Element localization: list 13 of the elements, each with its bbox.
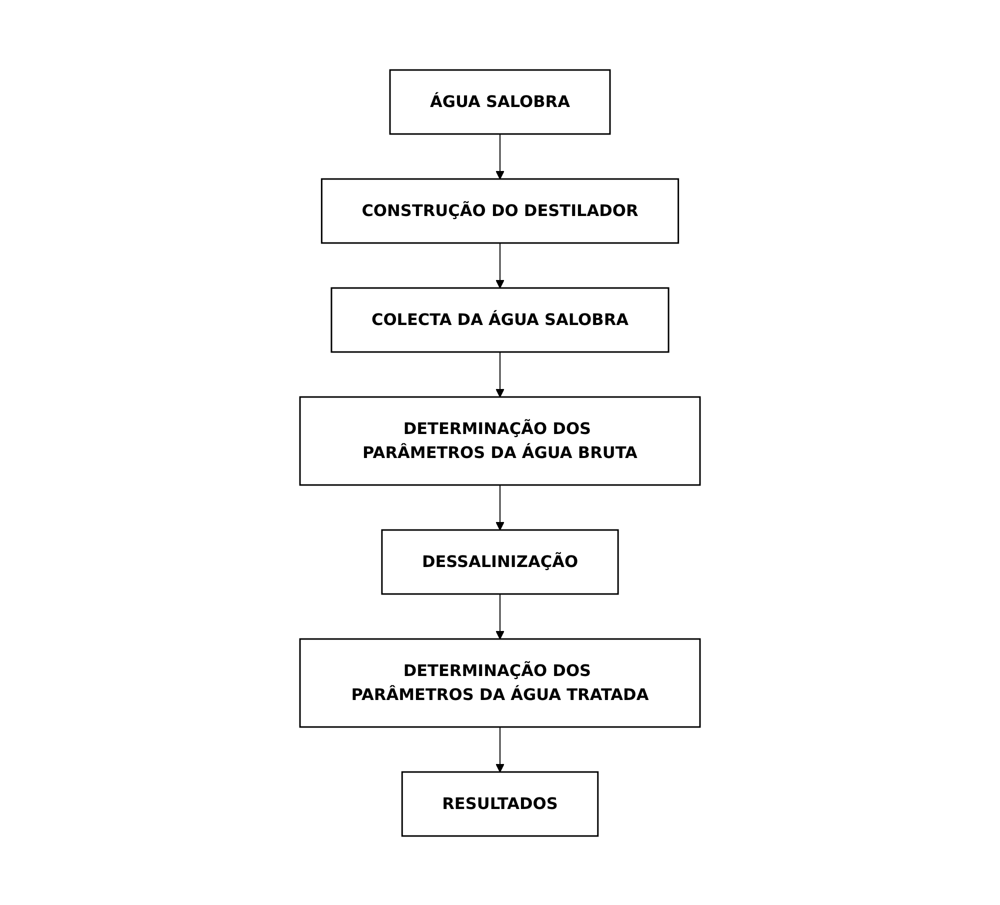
arrow — [496, 726, 504, 772]
node-box: ÁGUA SALOBRA — [389, 68, 611, 134]
node-box: CONSTRUÇÃO DO DESTILADOR — [320, 178, 680, 244]
arrow — [496, 133, 504, 179]
arrow — [496, 593, 504, 639]
arrow — [496, 351, 504, 397]
node-box: DETERMINAÇÃO DOS PARÂMETROS DA ÁGUA BRUTA — [299, 396, 701, 486]
arrow — [496, 484, 504, 530]
node-box: DESSALINIZAÇÃO — [381, 528, 619, 594]
node-box: RESULTADOS — [401, 770, 599, 836]
arrow — [496, 242, 504, 288]
node-box: COLECTA DA ÁGUA SALOBRA — [330, 286, 670, 352]
node-box: DETERMINAÇÃO DOS PARÂMETROS DA ÁGUA TRATADA — [299, 638, 701, 728]
